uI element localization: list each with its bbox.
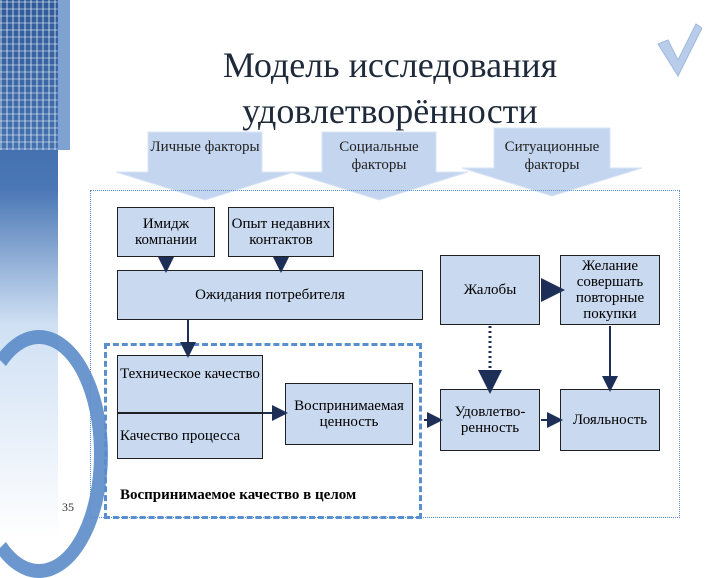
technical-quality-box: Техническое качество: [117, 355, 263, 413]
personal-factor-arrow-shape: [115, 131, 295, 201]
factor-arrows: [115, 127, 643, 201]
slide-title: Модель исследования удовлетворённости: [222, 45, 558, 131]
complaints-box: Жалобы: [440, 255, 540, 325]
decorative-pattern: [0, 0, 58, 150]
social-factor-arrow-shape: [289, 131, 469, 201]
connector-lines: [158, 257, 618, 428]
decorative-column: [58, 0, 70, 150]
slide-number: 35: [62, 500, 74, 514]
social-factors-label: Социальные факторы: [339, 139, 419, 173]
satisfaction-box: Удовлетво-ренность: [440, 389, 540, 451]
personal-factors-label: Личные факторы: [150, 139, 260, 155]
loyalty-box: Лояльность: [560, 389, 660, 451]
repurchase-desire-box: Желание совершать повторные покупки: [560, 255, 660, 325]
situational-factor-arrow-shape: [461, 127, 643, 197]
perceived-quality-group: [104, 343, 422, 519]
process-quality-box: Качество процесса: [117, 413, 263, 459]
checkmark-icon: [657, 23, 702, 78]
perceived-overall-quality-label: Воспринимаемое качество в целом: [120, 487, 357, 503]
situational-factors-label: Ситуационные факторы: [504, 139, 600, 173]
recent-contacts-box: Опыт недавних контактов: [228, 207, 334, 257]
consumer-expectations-box: Ожидания потребителя: [117, 270, 423, 320]
company-image-box: Имидж компании: [117, 207, 215, 257]
